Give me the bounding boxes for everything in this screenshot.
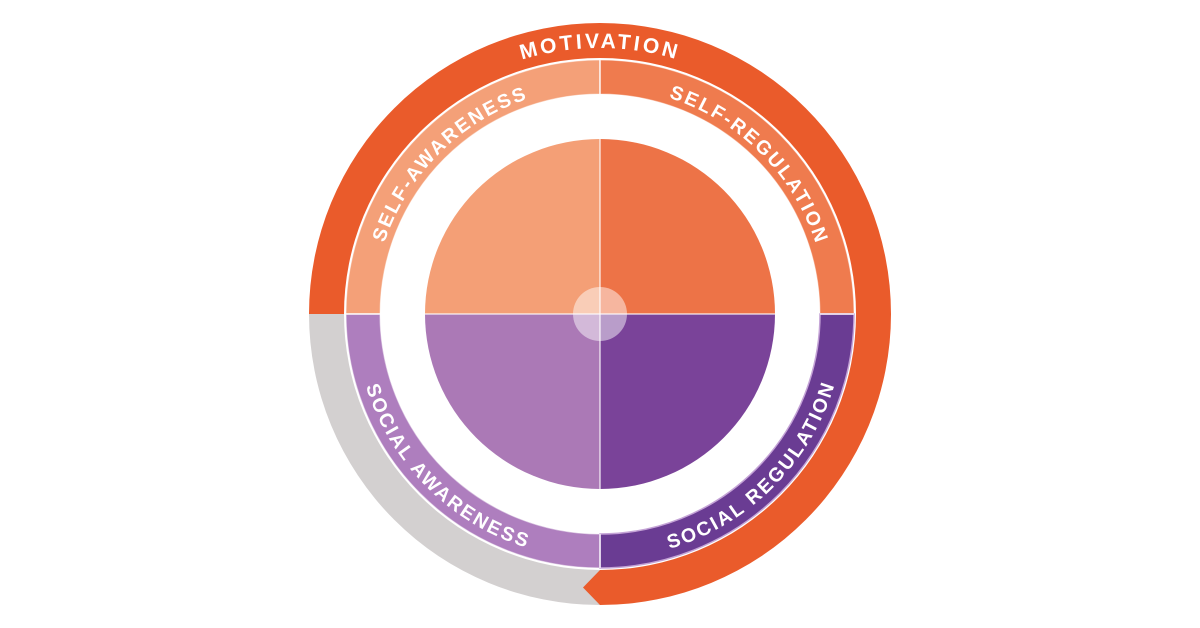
inner-quadrant-social-regulation — [600, 314, 775, 489]
inner-quadrant-self-regulation — [600, 139, 775, 314]
inner-quadrant-self-awareness — [425, 139, 600, 314]
flow-arrowhead — [583, 570, 600, 605]
outer-ring-gray-segment — [309, 314, 600, 605]
center-hub — [573, 287, 627, 341]
inner-quadrant-dividers — [425, 139, 775, 489]
inner-quadrant-social-awareness — [425, 314, 600, 489]
ring-quadrant-dividers — [346, 60, 854, 568]
